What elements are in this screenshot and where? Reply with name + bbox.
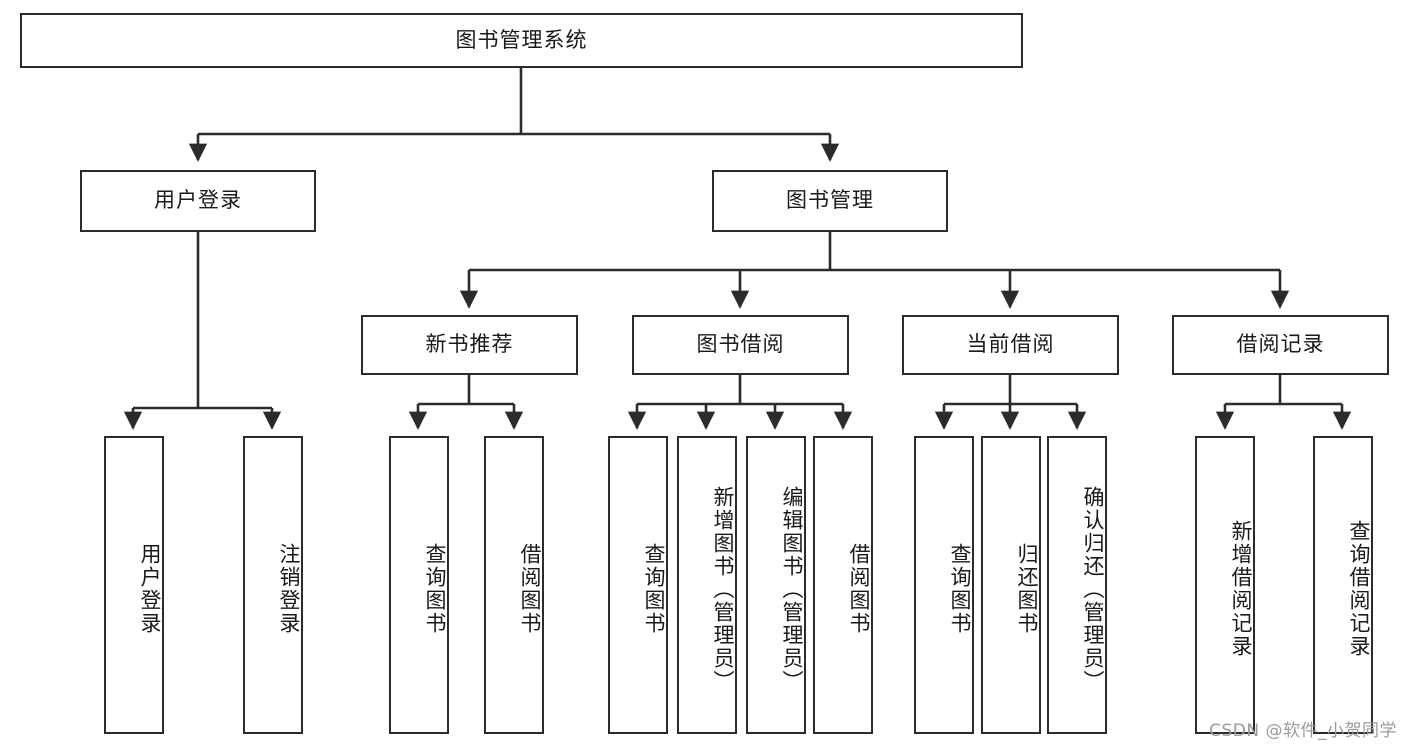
leaf-query-borrow-record[interactable]: 查询借阅记录 <box>1313 436 1373 734</box>
node-label: 注销登录 <box>277 543 301 635</box>
node-new-book-recommendation[interactable]: 新书推荐 <box>361 315 578 375</box>
leaf-return-book[interactable]: 归还图书 <box>981 436 1041 734</box>
node-user-login[interactable]: 用户登录 <box>80 170 316 232</box>
leaf-user-login[interactable]: 用户登录 <box>104 436 164 734</box>
node-label: 确认归还（管理员） <box>1081 485 1105 693</box>
node-book-management[interactable]: 图书管理 <box>712 170 948 232</box>
node-current-borrowing[interactable]: 当前借阅 <box>902 315 1119 375</box>
node-label: 借阅图书 <box>847 543 871 635</box>
node-label: 借阅图书 <box>518 543 542 635</box>
leaf-borrow-book-new-book-rec[interactable]: 借阅图书 <box>484 436 544 734</box>
node-label: 借阅记录 <box>1236 332 1325 357</box>
leaf-query-book-current-borrow[interactable]: 查询图书 <box>914 436 974 734</box>
node-label: 新增图书（管理员） <box>711 485 735 693</box>
leaf-borrow-book-book-borrow[interactable]: 借阅图书 <box>813 436 873 734</box>
node-label: 用户登录 <box>154 188 242 213</box>
node-label: 新增借阅记录 <box>1229 520 1253 658</box>
leaf-query-book-new-book-rec[interactable]: 查询图书 <box>389 436 449 734</box>
leaf-logout[interactable]: 注销登录 <box>243 436 303 734</box>
node-borrowing-record[interactable]: 借阅记录 <box>1172 315 1389 375</box>
node-label: 归还图书 <box>1015 543 1039 635</box>
node-label: 查询图书 <box>423 543 447 635</box>
leaf-confirm-return-admin[interactable]: 确认归还（管理员） <box>1047 436 1107 734</box>
node-book-borrowing[interactable]: 图书借阅 <box>632 315 849 375</box>
node-label: 图书借阅 <box>696 332 785 357</box>
node-label: 查询借阅记录 <box>1347 520 1371 658</box>
csdn-watermark: CSDN @软件_小贺同学 <box>1209 721 1397 741</box>
node-label: 图书管理 <box>786 188 874 213</box>
node-label: 新书推荐 <box>425 332 514 357</box>
node-root-book-management-system[interactable]: 图书管理系统 <box>20 13 1023 68</box>
node-label: 当前借阅 <box>966 332 1055 357</box>
node-label: 查询图书 <box>948 543 972 635</box>
node-label: 用户登录 <box>138 543 162 635</box>
leaf-query-book-book-borrow[interactable]: 查询图书 <box>608 436 668 734</box>
leaf-add-book-admin[interactable]: 新增图书（管理员） <box>677 436 737 734</box>
node-label: 查询图书 <box>642 543 666 635</box>
node-label: 图书管理系统 <box>455 27 588 52</box>
leaf-edit-book-admin[interactable]: 编辑图书（管理员） <box>746 436 806 734</box>
node-label: 编辑图书（管理员） <box>780 485 804 693</box>
leaf-add-borrow-record[interactable]: 新增借阅记录 <box>1195 436 1255 734</box>
